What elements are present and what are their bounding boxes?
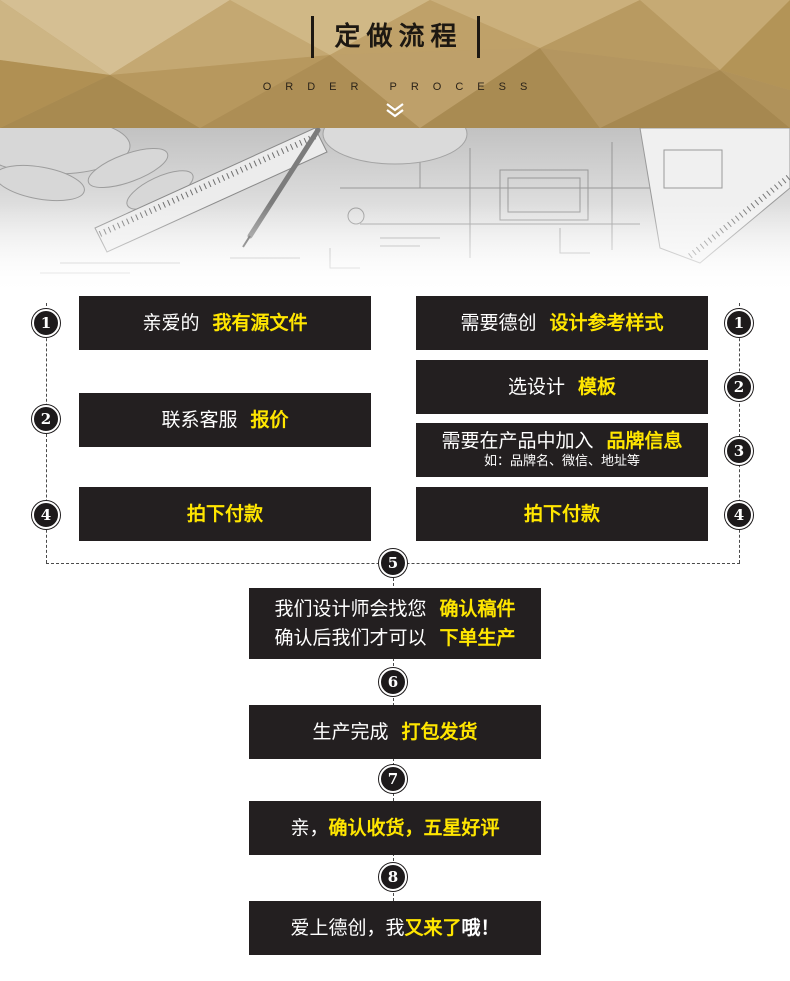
header-facet <box>720 0 790 90</box>
step-line: 选设计模板 <box>508 375 616 399</box>
step-note: 如：品牌名、微信、地址等 <box>483 454 640 469</box>
title-bracket-left <box>311 16 314 58</box>
step-number-badge: 6 <box>379 668 407 696</box>
step-line: 我们设计师会找您确认稿件 <box>274 595 515 624</box>
header-facet <box>0 0 110 75</box>
header-facet <box>110 0 330 75</box>
step-line: 确认后我们才可以下单生产 <box>274 624 515 653</box>
right-step-2-box: 选设计模板 <box>416 360 708 414</box>
chevron-stroke <box>386 109 404 118</box>
header-facet <box>430 0 640 48</box>
step-number-badge: 8 <box>379 863 407 891</box>
step-text: 需要在产品中加入 <box>441 430 594 452</box>
step-line: 亲，确认收货，五星好评 <box>290 816 499 840</box>
step-text: 我们设计师会找您 <box>274 597 427 620</box>
right-step-1-box: 需要德创设计参考样式 <box>416 296 708 350</box>
shared-step-8-box: 爱上德创，我又来了哦！ <box>249 901 541 955</box>
step-suffix: 哦！ <box>461 917 500 939</box>
double-chevron-down-icon <box>386 103 404 118</box>
header-facet <box>540 0 720 70</box>
step-highlight: 打包发货 <box>401 721 478 743</box>
step-line: 需要在产品中加入品牌信息 <box>441 429 682 453</box>
step-highlight: 下单生产 <box>439 626 516 649</box>
page-title: 定做流程 <box>334 22 463 52</box>
low-poly-background <box>0 0 790 128</box>
step-line: 亲爱的我有源文件 <box>142 311 307 335</box>
step-highlight: 模板 <box>578 376 617 398</box>
step-line: 拍下付款 <box>524 502 600 526</box>
left-step-4-box: 拍下付款 <box>79 487 371 541</box>
step-text: 联系客服 <box>161 409 238 431</box>
header-facet <box>330 0 540 55</box>
title-bracket-right <box>477 16 480 58</box>
step-text: 选设计 <box>507 376 565 398</box>
step-highlight: 确认稿件 <box>439 597 516 620</box>
shared-step-5-box: 我们设计师会找您确认稿件 确认后我们才可以下单生产 <box>249 588 541 659</box>
step-highlight: 拍下付款 <box>186 503 263 525</box>
right-path-connector <box>739 303 740 563</box>
step-number-badge: 2 <box>32 405 60 433</box>
header-facet <box>110 55 330 128</box>
header-facet <box>720 70 790 128</box>
step-highlight: 设计参考样式 <box>549 312 664 334</box>
header-facet <box>0 60 110 128</box>
step-highlight: 品牌信息 <box>606 430 683 452</box>
step-line: 拍下付款 <box>187 502 263 526</box>
step-highlight: 拍下付款 <box>523 503 600 525</box>
step-number-badge: 1 <box>725 309 753 337</box>
step-number-badge: 4 <box>32 501 60 529</box>
right-step-3-box: 需要在产品中加入品牌信息 如：品牌名、微信、地址等 <box>416 423 708 477</box>
step-highlight: 确认收货，五星好评 <box>328 817 500 839</box>
shared-step-6-box: 生产完成打包发货 <box>249 705 541 759</box>
step-text: 生产完成 <box>312 721 389 743</box>
header-facet <box>0 75 200 128</box>
step-number-badge: 2 <box>725 373 753 401</box>
step-text: 爱上德创，我 <box>290 917 405 939</box>
header-facet <box>640 0 790 70</box>
step-number-badge: 5 <box>379 549 407 577</box>
step-number-badge: 1 <box>32 309 60 337</box>
header-facet <box>230 0 430 55</box>
step-number-badge: 3 <box>725 437 753 465</box>
step-highlight: 报价 <box>250 409 289 431</box>
header-facet <box>0 0 230 75</box>
left-step-2-box: 联系客服报价 <box>79 393 371 447</box>
header-facet <box>330 48 540 128</box>
step-line: 爱上德创，我又来了哦！ <box>290 916 499 940</box>
step-text: 确认后我们才可以 <box>274 626 427 649</box>
photo-fade <box>0 128 790 295</box>
step-line: 需要德创设计参考样式 <box>460 311 663 335</box>
header-facet <box>200 55 420 128</box>
chevron-stroke <box>386 103 404 112</box>
shared-step-7-box: 亲，确认收货，五星好评 <box>249 801 541 855</box>
page-subtitle: ORDER PROCESS <box>262 81 542 93</box>
step-highlight: 我有源文件 <box>212 312 308 334</box>
drafting-photo <box>0 128 790 295</box>
header-facet <box>540 48 720 128</box>
left-step-1-box: 亲爱的我有源文件 <box>79 296 371 350</box>
step-text: 需要德创 <box>460 312 537 334</box>
step-number-badge: 7 <box>379 765 407 793</box>
step-line: 联系客服报价 <box>161 408 288 432</box>
step-text: 亲， <box>290 817 329 839</box>
header-banner: 定做流程 ORDER PROCESS <box>0 0 790 128</box>
step-text: 亲爱的 <box>142 312 200 334</box>
left-path-connector <box>46 303 47 563</box>
step-line: 生产完成打包发货 <box>312 720 477 744</box>
right-step-4-box: 拍下付款 <box>416 487 708 541</box>
step-highlight: 又来了 <box>404 917 462 939</box>
header-facet <box>600 70 790 128</box>
step-number-badge: 4 <box>725 501 753 529</box>
